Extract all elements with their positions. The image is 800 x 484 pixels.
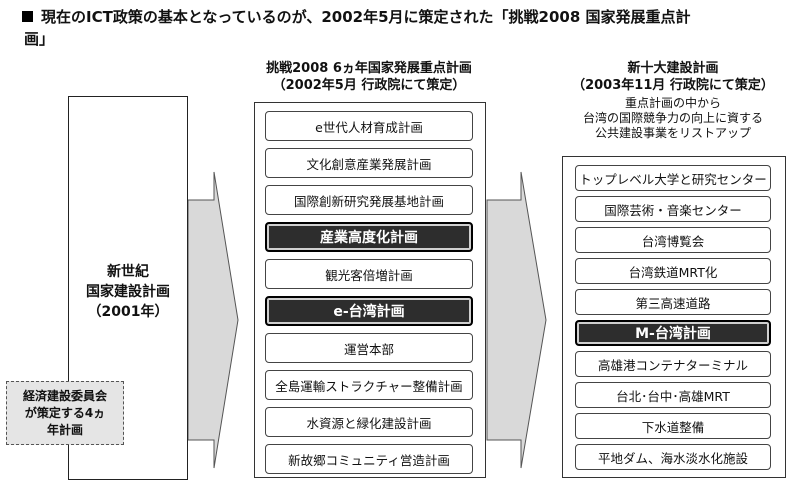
challenge-2008-item-1: e世代人材育成計画 xyxy=(265,111,473,141)
ten-projects-sub-line-2: 台湾の国際競争力の向上に資する xyxy=(582,111,763,125)
challenge-2008-item-5: 観光客倍増計画 xyxy=(265,259,473,289)
ten-projects-sub-line-3: 公共建設事業をリストアップ xyxy=(594,126,751,140)
challenge-2008-frame: e世代人材育成計画文化創意産業発展計画国際創新研究発展基地計画産業高度化計画観光… xyxy=(254,102,486,478)
square-bullet-icon xyxy=(22,11,33,22)
challenge-2008-item-10: 新故郷コミュニティ営造計画 xyxy=(265,444,473,474)
cepd-note-box: 経済建設委員会 が策定する4ヵ 年計画 xyxy=(6,381,124,445)
ten-projects-subtitle: 重点計画の中から 台湾の国際競争力の向上に資する 公共建設事業をリストアップ xyxy=(548,96,798,141)
challenge-2008-title-line-2: （2002年5月 行政院にて策定） xyxy=(272,78,466,93)
new-century-plan-frame xyxy=(68,96,188,480)
ten-projects-item-3: 台湾博覧会 xyxy=(575,227,771,253)
ten-projects-item-9: 下水道整備 xyxy=(575,413,771,439)
challenge-2008-title-line-1: 挑戦2008 6ヵ年国家発展重点計画 xyxy=(266,61,472,76)
challenge-2008-item-9: 水資源と緑化建設計画 xyxy=(265,407,473,437)
ten-projects-item-8: 台北･台中･高雄MRT xyxy=(575,382,771,408)
challenge-2008-title: 挑戦2008 6ヵ年国家発展重点計画 （2002年5月 行政院にて策定） xyxy=(238,60,500,94)
ten-projects-sub-line-1: 重点計画の中から xyxy=(624,96,721,110)
heading-line-1: 現在のICT政策の基本となっているのが、2002年5月に策定された「挑戦2008… xyxy=(41,8,691,26)
arrow-left-to-middle xyxy=(187,171,239,469)
challenge-2008-item-6: e-台湾計画 xyxy=(265,296,473,326)
ten-projects-title-line-1: 新十大建設計画 xyxy=(627,61,719,76)
ten-projects-item-1: トップレベル大学と研究センター xyxy=(575,165,771,191)
new-century-line-1: 新世紀 xyxy=(107,264,149,280)
new-century-line-2: 国家建設計画 xyxy=(86,284,170,300)
ten-projects-item-4: 台湾鉄道MRT化 xyxy=(575,258,771,284)
note-line-2: が策定する4ヵ xyxy=(24,405,106,420)
note-line-3: 年計画 xyxy=(46,422,83,437)
ten-projects-frame: トップレベル大学と研究センター国際芸術・音楽センター台湾博覧会台湾鉄道MRT化第… xyxy=(562,156,786,478)
challenge-2008-item-8: 全島運輸ストラクチャー整備計画 xyxy=(265,370,473,400)
ten-projects-title: 新十大建設計画 （2003年11月 行政院にて策定） xyxy=(548,60,798,94)
ten-projects-item-6: M-台湾計画 xyxy=(575,320,771,346)
challenge-2008-item-3: 国際創新研究発展基地計画 xyxy=(265,185,473,215)
ten-projects-item-7: 高雄港コンテナターミナル xyxy=(575,351,771,377)
challenge-2008-item-4: 産業高度化計画 xyxy=(265,222,473,252)
ten-projects-item-2: 国際芸術・音楽センター xyxy=(575,196,771,222)
new-century-line-3: （2001年） xyxy=(87,304,169,320)
new-century-plan-label: 新世紀 国家建設計画 （2001年） xyxy=(68,262,188,322)
challenge-2008-item-7: 運営本部 xyxy=(265,333,473,363)
heading-line-2: 画」 xyxy=(24,30,55,48)
page-heading: 現在のICT政策の基本となっているのが、2002年5月に策定された「挑戦2008… xyxy=(22,6,797,50)
arrow-middle-to-right xyxy=(486,171,547,469)
challenge-2008-item-2: 文化創意産業発展計画 xyxy=(265,148,473,178)
ten-projects-title-line-2: （2003年11月 行政院にて策定） xyxy=(572,78,774,93)
note-line-1: 経済建設委員会 xyxy=(22,388,107,403)
ten-projects-item-10: 平地ダム、海水淡水化施設 xyxy=(575,444,771,470)
ten-projects-item-5: 第三高速道路 xyxy=(575,289,771,315)
